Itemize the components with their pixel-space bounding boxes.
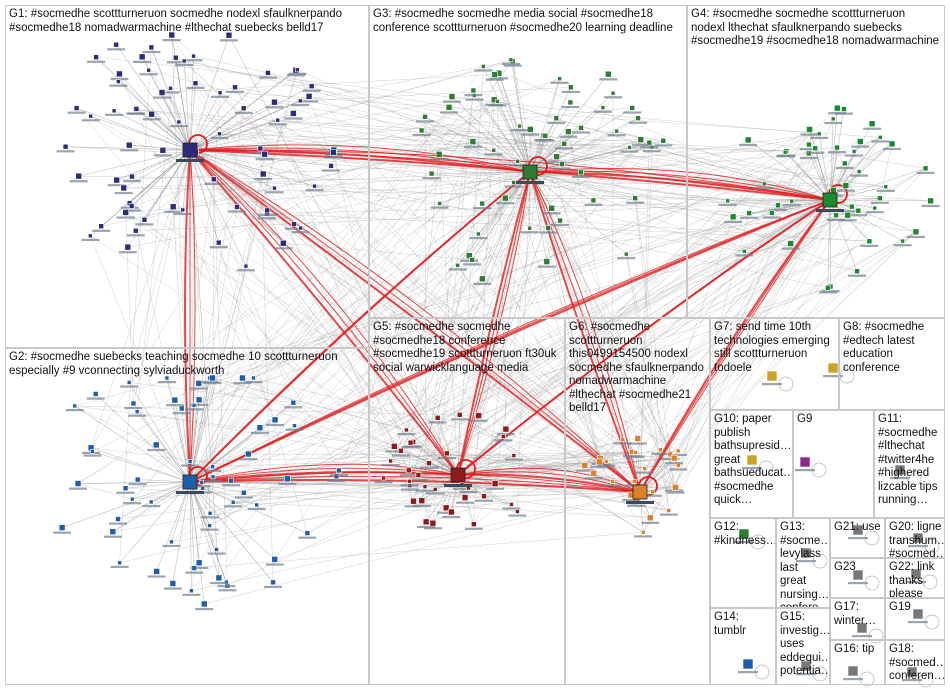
- group-label-g6: G6: #socmedhe scottturneruon this0499154…: [569, 321, 707, 416]
- group-panel-g12: G12: #kindness…: [710, 518, 776, 608]
- group-panel-g6: G6: #socmedhe scottturneruon this0499154…: [565, 318, 710, 685]
- group-panel-g8: G8: #socmedhe #edtech latest education c…: [839, 318, 945, 410]
- group-label-g22: G22: link thanks please: [889, 561, 942, 598]
- group-panel-g23: G23: [830, 558, 885, 598]
- group-panel-g17: G17: winter…: [830, 598, 885, 640]
- group-panel-g16: G16: tip: [830, 640, 885, 685]
- group-panel-g20: G20: ligne transhum… #socmed…: [885, 518, 945, 558]
- group-label-g14: G14: tumblr: [714, 611, 773, 638]
- group-label-g9: G9: [797, 413, 871, 427]
- group-label-g7: G7: send time 10th technologies emerging…: [714, 321, 836, 375]
- group-label-g4: G4: #socmedhe socmedhe scottturneruon no…: [691, 8, 942, 49]
- group-panel-g13: G13: #socme… levylass last great nursing…: [776, 518, 830, 608]
- group-label-g2: G2: #socmedhe suebecks teaching socmedhe…: [9, 351, 366, 378]
- group-panel-g4: G4: #socmedhe socmedhe scottturneruon no…: [687, 5, 945, 318]
- group-panel-g21: G21: use: [830, 518, 885, 558]
- group-label-g21: G21: use: [834, 521, 882, 535]
- group-label-g11: G11: #socmedhe #lthechat #twitter4he #hi…: [878, 413, 942, 508]
- group-label-g18: G18: #socmed… conferen…: [889, 643, 942, 684]
- group-panel-g18: G18: #socmed… conferen…: [885, 640, 945, 685]
- group-panel-g3: G3: #socmedhe socmedhe media social #soc…: [369, 5, 687, 318]
- group-panel-g22: G22: link thanks please: [885, 558, 945, 598]
- group-panel-g11: G11: #socmedhe #lthechat #twitter4he #hi…: [874, 410, 945, 518]
- group-panel-g2: G2: #socmedhe suebecks teaching socmedhe…: [5, 348, 369, 685]
- group-label-g5: G5: #socmedhe socmedhe #socmedhe18 confe…: [373, 321, 562, 375]
- group-label-g10: G10: paper publish bathsupresid… great b…: [714, 413, 790, 508]
- group-panel-g9: G9: [793, 410, 874, 518]
- group-panel-g10: G10: paper publish bathsupresid… great b…: [710, 410, 793, 518]
- group-label-g23: G23: [834, 561, 882, 575]
- group-panel-g7: G7: send time 10th technologies emerging…: [710, 318, 839, 410]
- group-label-g19: G19: [889, 601, 942, 615]
- group-panel-g14: G14: tumblr: [710, 608, 776, 685]
- group-panel-g1: G1: #socmedhe scottturneruon socmedhe no…: [5, 5, 369, 348]
- group-label-g12: G12: #kindness…: [714, 521, 773, 548]
- group-panel-g5: G5: #socmedhe socmedhe #socmedhe18 confe…: [369, 318, 565, 685]
- group-label-g8: G8: #socmedhe #edtech latest education c…: [843, 321, 942, 375]
- group-label-g3: G3: #socmedhe socmedhe media social #soc…: [373, 8, 684, 35]
- group-label-g20: G20: ligne transhum… #socmed…: [889, 521, 942, 558]
- group-label-g17: G17: winter…: [834, 601, 882, 628]
- group-label-g1: G1: #socmedhe scottturneruon socmedhe no…: [9, 8, 366, 35]
- group-label-g16: G16: tip: [834, 643, 882, 657]
- group-label-g13: G13: #socme… levylass last great nursing…: [780, 521, 827, 608]
- group-label-g15: G15: investig… uses eddequi… potentia…: [780, 611, 827, 679]
- group-panel-g15: G15: investig… uses eddequi… potentia…: [776, 608, 830, 685]
- group-panel-g19: G19: [885, 598, 945, 640]
